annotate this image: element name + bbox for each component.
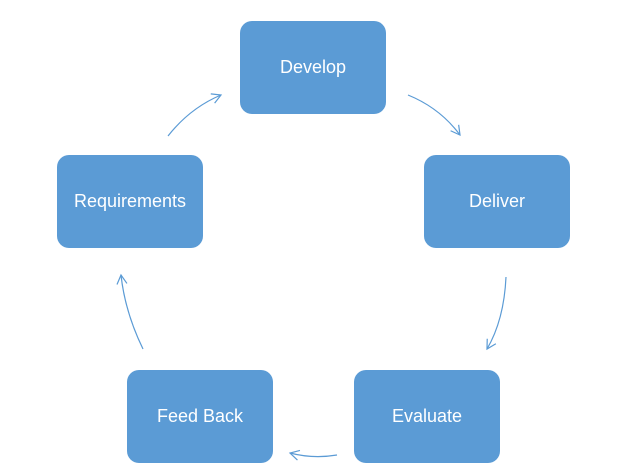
node-develop: Develop [240,21,386,114]
node-deliver-label: Deliver [468,191,525,211]
node-evaluate-label: Evaluate [391,406,463,426]
arrow-deliver-to-evaluate [486,276,507,351]
node-requirements: Requirements [57,155,203,248]
node-evaluate: Evaluate [354,370,500,463]
arrow-feedback-to-requirements [116,273,144,350]
arrow-requirements-to-develop [167,93,223,137]
node-deliver: Deliver [424,155,570,248]
node-develop-label: Develop [279,57,347,77]
node-feedback: Feed Back [127,370,273,463]
arrow-develop-to-deliver [407,94,461,136]
node-feedback-label: Feed Back [156,406,244,426]
node-requirements-label: Requirements [73,191,187,211]
arrow-evaluate-to-feedback [288,449,338,461]
